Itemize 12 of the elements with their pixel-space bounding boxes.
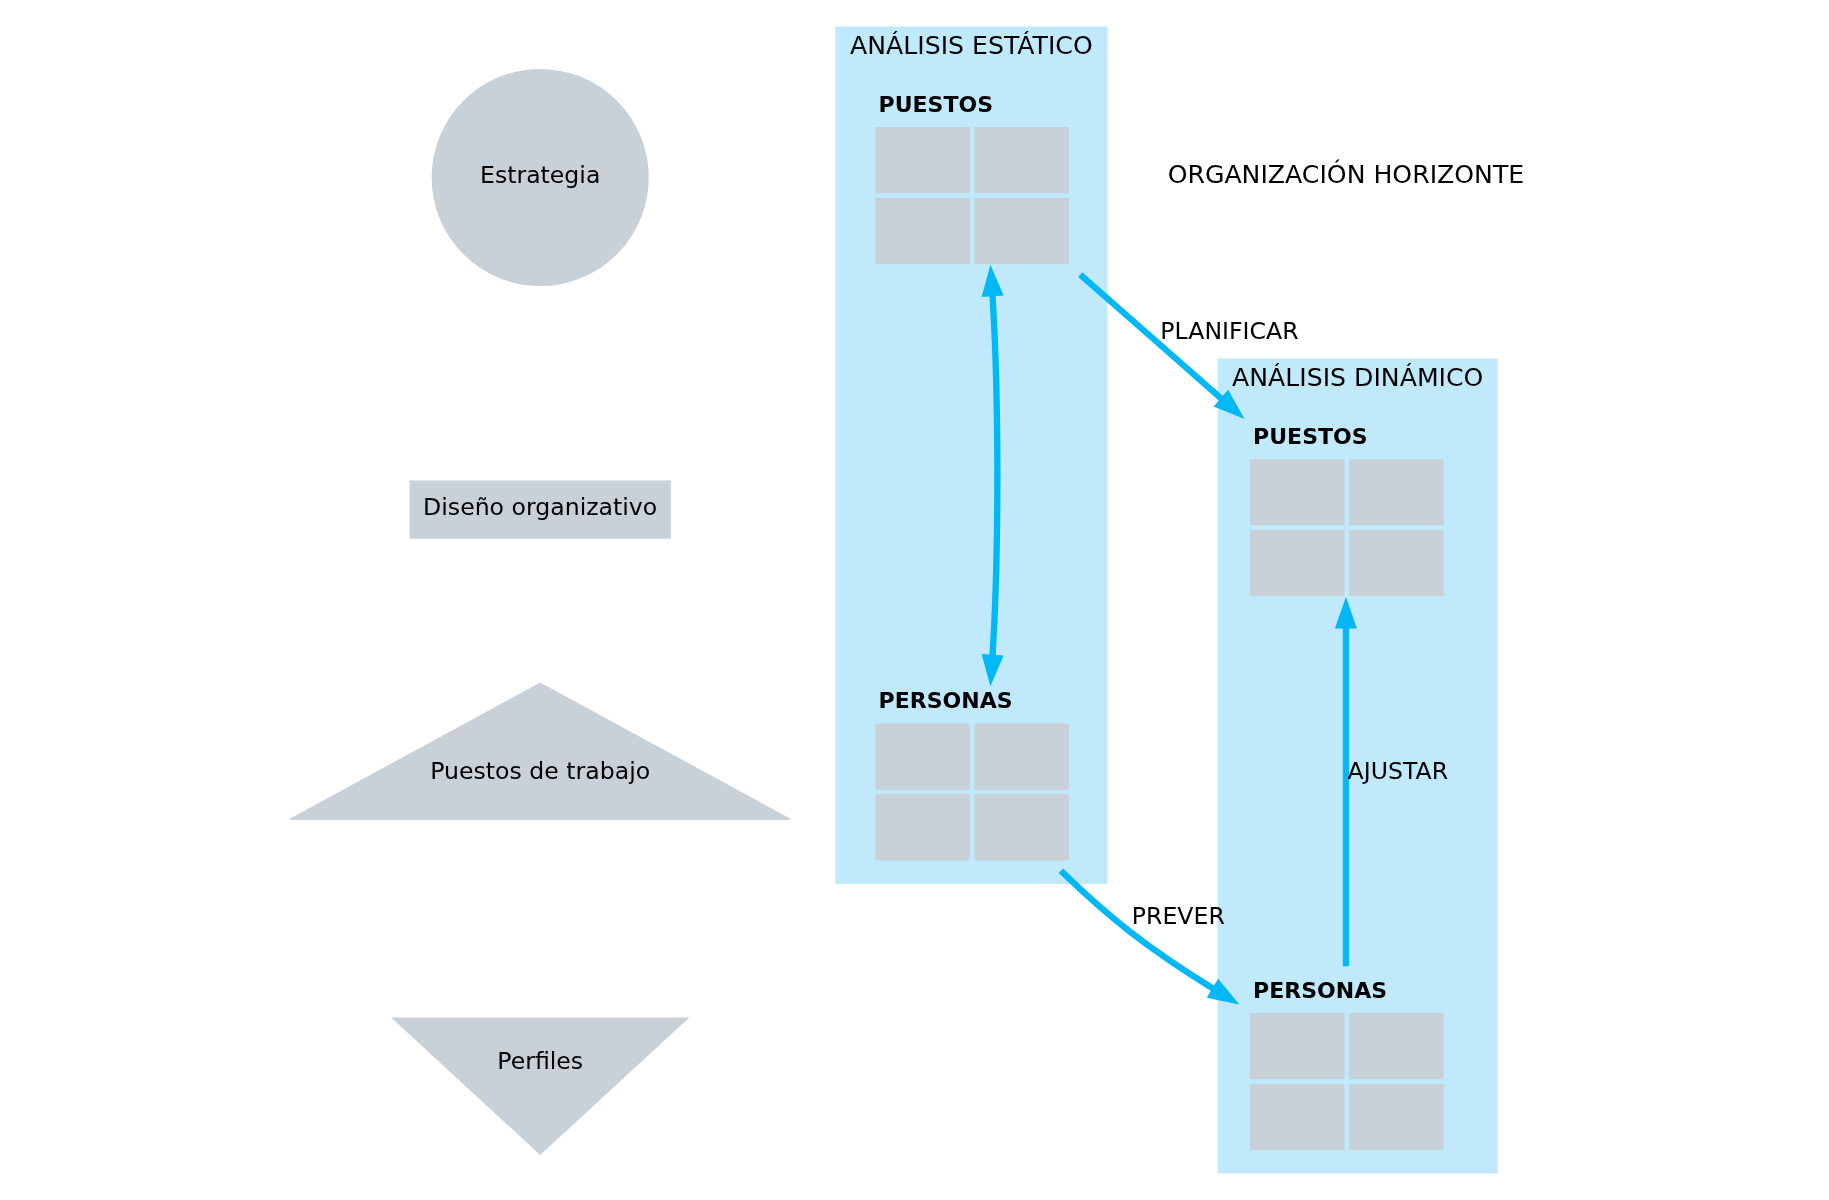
arrow (981, 264, 1004, 687)
node-circle: Estrategia (431, 68, 649, 287)
node-label: PERSONAS (1253, 977, 1388, 1003)
arrow (1058, 868, 1240, 1005)
label: ORGANIZACIÓN HORIZONTE (1167, 160, 1525, 190)
node-label: PERSONAS (878, 688, 1013, 714)
arrow (1334, 596, 1357, 967)
edge-label: PLANIFICAR (1160, 316, 1299, 345)
node-box: Diseño organizativo (409, 480, 671, 539)
node-label: PUESTOS (878, 91, 994, 117)
node-label: PUESTOS (1253, 423, 1368, 449)
arrow (1078, 272, 1245, 419)
